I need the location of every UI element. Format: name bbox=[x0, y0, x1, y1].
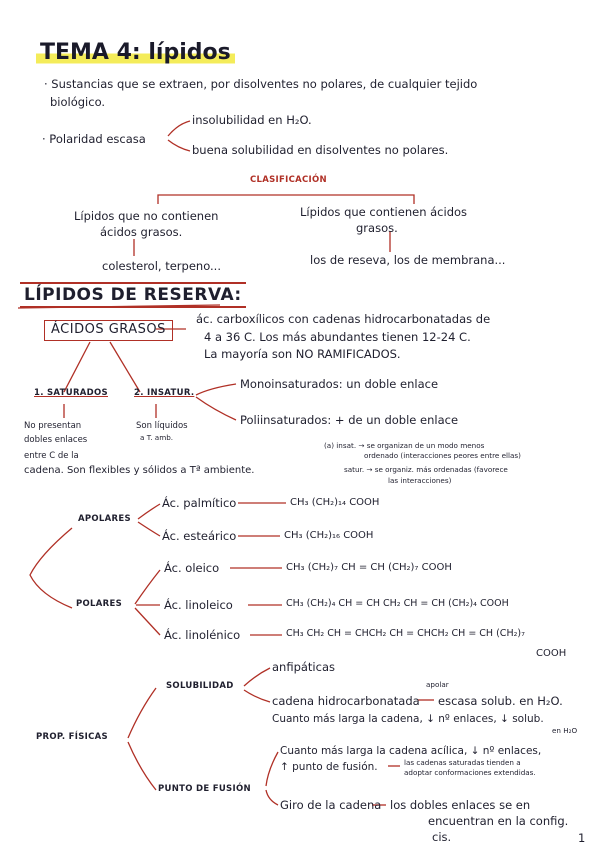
sat-desc-2: dobles enlaces bbox=[24, 435, 88, 445]
branch-arrow bbox=[157, 194, 415, 204]
linolenico-formula: CH₃ CH₂ CH = CHCH₂ CH = CHCH₂ CH = CH (C… bbox=[286, 628, 525, 639]
solubilidad-label: SOLUBILIDAD bbox=[166, 681, 234, 691]
poliinsaturados: Poliinsaturados: + de un doble enlace bbox=[240, 413, 459, 427]
cadena-line-1: cadena hidrocarbonatada bbox=[272, 694, 420, 708]
polares-label: POLARES bbox=[76, 599, 123, 609]
pf-note-2: adoptar conformaciones extendidas. bbox=[404, 768, 536, 777]
punto-fusion-label: PUNTO DE FUSIÓN bbox=[158, 784, 251, 794]
clasif-left-example: colesterol, terpeno... bbox=[102, 259, 221, 273]
cadena-line-2b: en H₂O bbox=[552, 726, 578, 735]
acidos-desc-1: ác. carboxílicos con cadenas hidrocarbon… bbox=[196, 312, 491, 326]
bracket bbox=[29, 527, 73, 609]
page-title: TEMA 4: lípidos bbox=[36, 40, 235, 65]
clasif-right-line-2: grasos. bbox=[356, 221, 398, 235]
acidos-desc-3: La mayoría son NO RAMIFICADOS. bbox=[204, 347, 401, 361]
polaridad-branch-b: buena solubilidad en disolventes no pola… bbox=[192, 143, 449, 157]
pf-note-1: las cadenas saturadas tienden a bbox=[404, 758, 521, 767]
pf-line-2: ↑ punto de fusión. bbox=[280, 761, 378, 773]
linoleico-formula: CH₃ (CH₂)₄ CH = CH CH₂ CH = CH (CH₂)₄ CO… bbox=[286, 598, 509, 609]
estearico-formula: CH₃ (CH₂)₁₆ COOH bbox=[284, 530, 374, 541]
apolares-label: APOLARES bbox=[78, 514, 131, 524]
page-number: 1 bbox=[578, 831, 586, 845]
oleico-formula: CH₃ (CH₂)₇ CH = CH (CH₂)₇ COOH bbox=[286, 562, 452, 573]
clasif-left-line-2: ácidos grasos. bbox=[100, 225, 183, 239]
prop-fisicas-label: PROP. FÍSICAS bbox=[36, 732, 108, 742]
anfipaticas: anfipáticas bbox=[272, 660, 335, 674]
saturados-label: 1. SATURADOS bbox=[34, 388, 108, 398]
polaridad-branch-a: insolubilidad en H₂O. bbox=[192, 113, 312, 127]
giro-line-3: cis. bbox=[432, 830, 452, 844]
sat-desc-3: entre C de la bbox=[24, 451, 79, 461]
cadena-line-1b: escasa solub. en H₂O. bbox=[438, 694, 563, 708]
clasificacion-label: CLASIFICACIÓN bbox=[250, 175, 327, 185]
branch-arrow bbox=[63, 341, 91, 393]
palmitico-name: Ác. palmítico bbox=[162, 496, 237, 510]
note-2: ordenado (interacciones peores entre ell… bbox=[364, 451, 521, 460]
note-1: (a) insat. → se organizan de un modo men… bbox=[324, 441, 485, 450]
apolar-note: apolar bbox=[426, 680, 449, 689]
note-4: las interacciones) bbox=[388, 476, 452, 485]
insatur-label: 2. INSATUR. bbox=[134, 388, 195, 398]
giro-line-1: Giro de la cadena bbox=[280, 798, 382, 812]
intro-line-2: biológico. bbox=[50, 95, 106, 109]
estearico-name: Ác. esteárico bbox=[162, 529, 237, 543]
linoleico-name: Ác. linoleico bbox=[164, 598, 233, 612]
clasif-left-line-1: Lípidos que no contienen bbox=[74, 209, 219, 223]
polaridad-label: · Polaridad escasa bbox=[42, 132, 146, 146]
note-3: satur. → se organiz. más ordenadas (favo… bbox=[344, 465, 508, 474]
branch-arrow bbox=[109, 341, 141, 393]
pf-line-1: Cuanto más larga la cadena acílica, ↓ nº… bbox=[280, 745, 542, 757]
oleico-name: Ác. oleico bbox=[164, 561, 220, 575]
insat-desc-1: Son líquidos bbox=[136, 421, 188, 431]
branch-arrow bbox=[167, 139, 191, 152]
branch-arrow bbox=[195, 396, 237, 421]
clasif-right-example: los de reseva, los de membrana... bbox=[310, 253, 506, 267]
monoinsaturados: Monoinsaturados: un doble enlace bbox=[240, 377, 439, 391]
branch-arrow bbox=[167, 120, 191, 137]
reserva-heading: LÍPIDOS DE RESERVA: bbox=[20, 282, 246, 308]
sat-desc-4: cadena. Son flexibles y sólidos a Tª amb… bbox=[24, 465, 255, 476]
clasif-right-line-1: Lípidos que contienen ácidos bbox=[300, 205, 468, 219]
intro-line-1: · Sustancias que se extraen, por disolve… bbox=[44, 77, 478, 91]
acidos-desc-2: 4 a 36 C. Los más abundantes tienen 12-2… bbox=[204, 330, 471, 344]
giro-line-2: encuentran en la config. bbox=[428, 814, 569, 828]
palmitico-formula: CH₃ (CH₂)₁₄ COOH bbox=[290, 497, 380, 508]
sat-desc-1: No presentan bbox=[24, 421, 82, 431]
acidos-grasos-label: ÁCIDOS GRASOS bbox=[44, 320, 173, 341]
giro-line-1b: los dobles enlaces se en bbox=[390, 798, 531, 812]
branch-arrow bbox=[195, 383, 237, 396]
linolenico-formula-end: COOH bbox=[536, 648, 567, 659]
linolenico-name: Ác. linolénico bbox=[164, 628, 241, 642]
insat-desc-2: a T. amb. bbox=[140, 433, 174, 442]
cadena-line-2: Cuanto más larga la cadena, ↓ nº enlaces… bbox=[272, 713, 544, 725]
